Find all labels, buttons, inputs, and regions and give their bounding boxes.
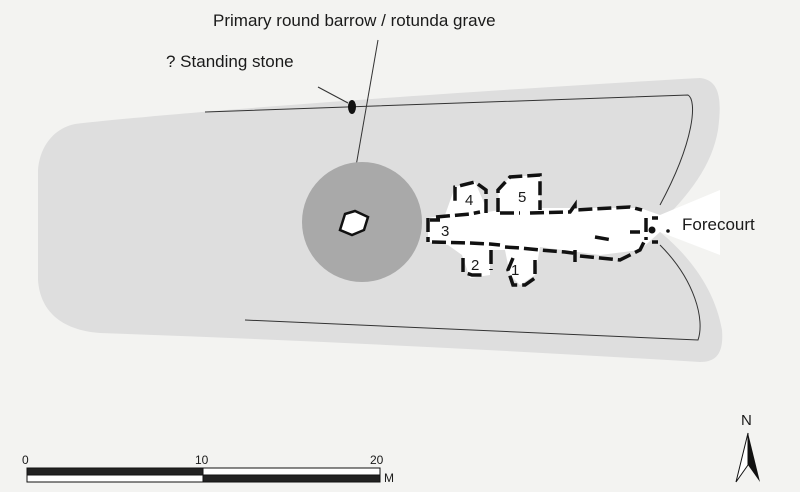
barrow-leader (354, 39, 379, 173)
chamber-walls (426, 173, 658, 287)
scale-unit: M (384, 471, 394, 485)
scale-tick-0: 0 (22, 453, 29, 467)
chamber-4-label: 4 (465, 192, 474, 209)
standing-stone-label: ? Standing stone (166, 52, 294, 71)
passage (428, 175, 720, 285)
north-arrow-icon (735, 432, 760, 483)
scale-tick-10: 10 (195, 453, 209, 467)
scale-bar (26, 467, 381, 483)
chamber-5-label: 5 (518, 189, 527, 206)
mound-outline-south (244, 244, 701, 341)
forecourt-post (648, 226, 656, 234)
chamber-3-label: 3 (441, 223, 450, 240)
barrow-label: Primary round barrow / rotunda grave (213, 11, 496, 30)
standing-stone-leader (317, 86, 349, 104)
chamber-1-label: 1 (511, 262, 520, 279)
primary-grave (338, 209, 370, 237)
forecourt-post (666, 229, 670, 233)
chamber-2-label: 2 (471, 257, 480, 274)
forecourt-label: Forecourt (682, 215, 755, 234)
north-label: N (741, 412, 752, 429)
scale-tick-20: 20 (370, 453, 384, 467)
mound-outline-north (204, 94, 694, 206)
standing-stone-icon (348, 100, 356, 114)
